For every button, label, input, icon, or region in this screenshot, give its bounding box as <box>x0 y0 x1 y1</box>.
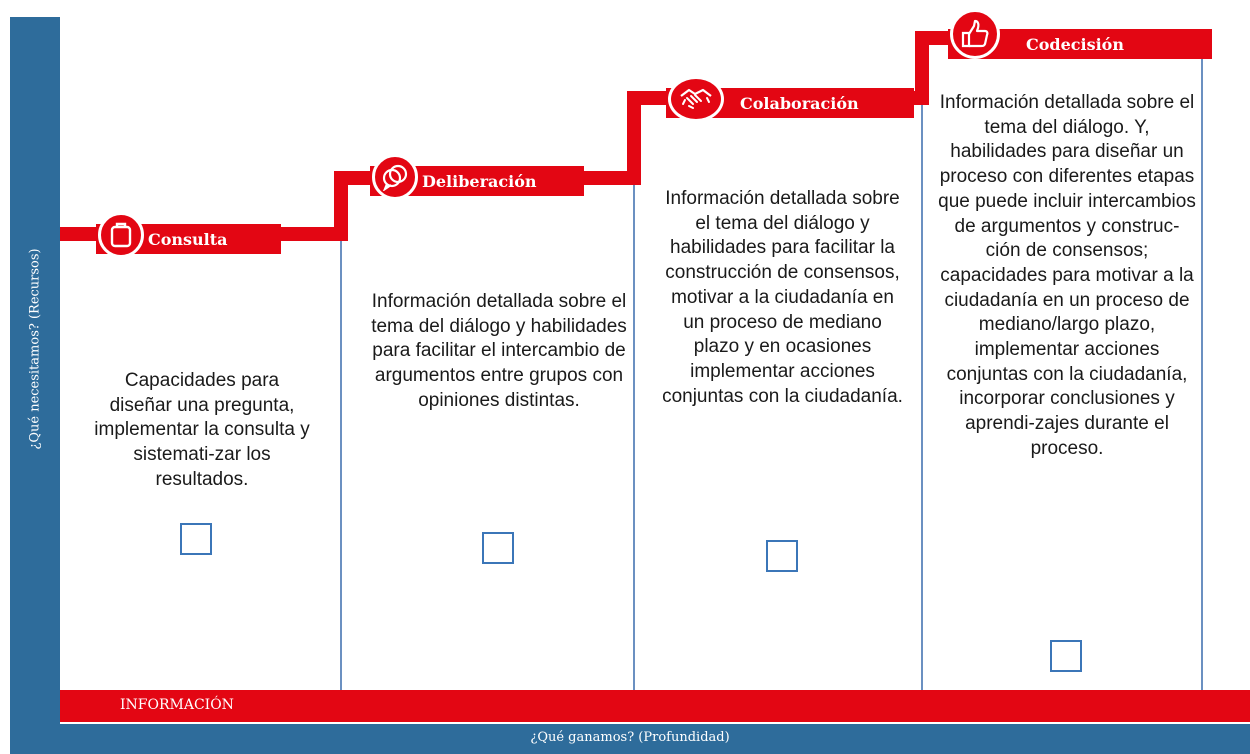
level-checkbox-deliberacion[interactable] <box>482 532 514 564</box>
level-name: Consulta <box>148 229 228 249</box>
level-name: Deliberación <box>422 171 537 191</box>
clipboard-icon <box>98 212 144 258</box>
level-badge-codecision: Codecisión <box>948 9 1212 59</box>
level-checkbox-consulta[interactable] <box>180 523 212 555</box>
level-badge-colaboracion: Colaboración <box>666 76 914 122</box>
level-description-consulta: Capacidades para diseñar una pregunta, i… <box>94 370 310 490</box>
x-axis-label: ¿Qué ganamos? (Profundidad) <box>530 730 730 745</box>
y-axis-bar <box>10 17 60 740</box>
level-badge-consulta: Consulta <box>96 212 281 258</box>
level-name: Colaboración <box>740 93 859 113</box>
level-badge-deliberacion: Deliberación <box>370 154 584 200</box>
level-name: Codecisión <box>1026 34 1124 54</box>
information-base-bar: INFORMACIÓN <box>60 690 1250 722</box>
level-checkbox-codecision[interactable] <box>1050 640 1082 672</box>
level-description-deliberacion: Información detallada sobre el tema del … <box>371 291 627 411</box>
level-description-colaboracion: Información detallada sobre el tema del … <box>662 188 903 407</box>
column-divider <box>340 241 342 690</box>
information-label: INFORMACIÓN <box>120 697 234 713</box>
column-divider <box>921 105 923 690</box>
level-description-codecision: Información detallada sobre el tema del … <box>938 92 1196 459</box>
level-checkbox-colaboracion[interactable] <box>766 540 798 572</box>
speech-bubbles-icon <box>372 154 418 200</box>
column-divider <box>633 185 635 690</box>
x-axis-bar: ¿Qué ganamos? (Profundidad) <box>10 724 1250 754</box>
handshake-icon <box>668 76 724 122</box>
column-divider <box>1201 45 1203 690</box>
thumbs-up-icon <box>950 9 1000 59</box>
